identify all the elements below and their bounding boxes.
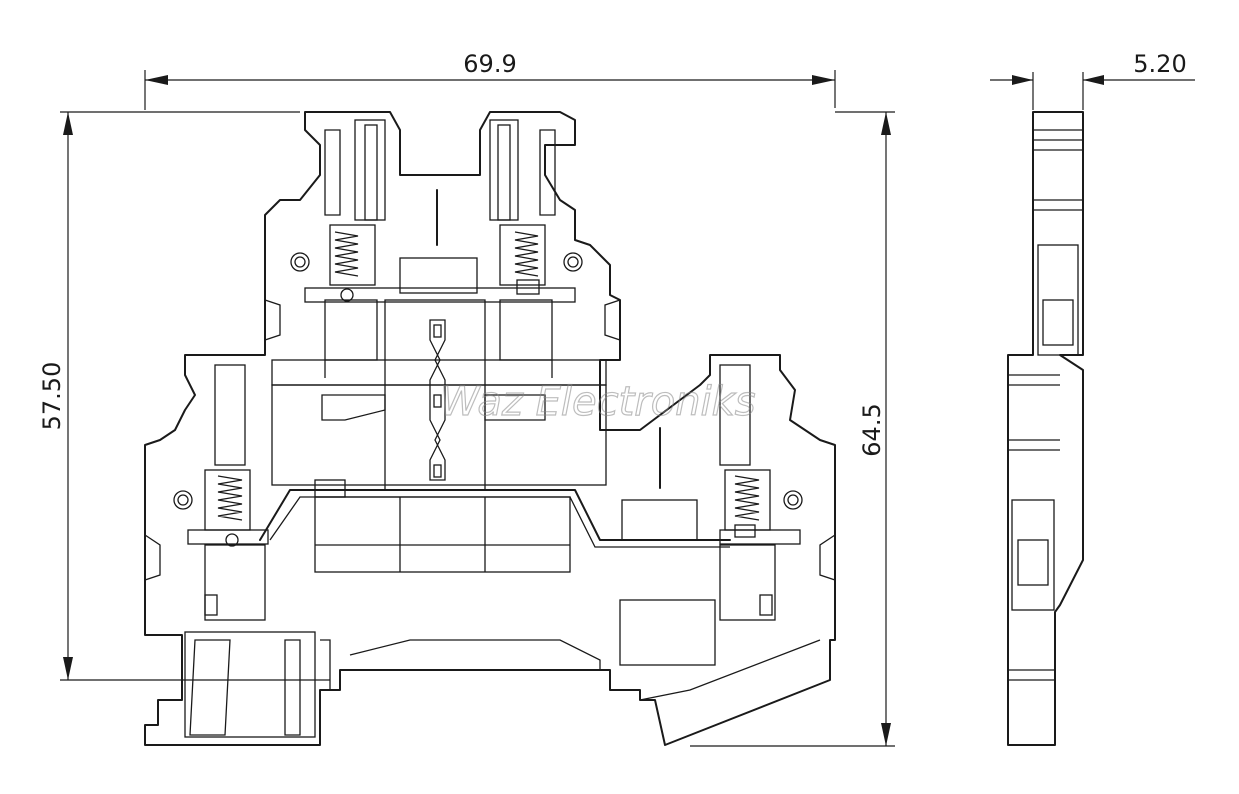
dimension-thickness: 5.20 [990,50,1195,110]
watermark-text: Waz Electroniks [440,379,756,425]
dimension-total-height-label: 64.5 [858,403,886,456]
spring-upper-left [329,224,376,286]
bridge-link [429,319,446,481]
dimension-total-height: 64.5 [690,111,895,747]
housing-outline [144,111,836,746]
spring-upper-right [499,224,546,286]
dimension-thickness-label: 5.20 [1133,50,1186,78]
dimension-rail-height-label: 57.50 [38,362,66,431]
front-view [144,111,836,746]
spring-lower-right [724,469,771,531]
spring-lower-left [204,469,251,531]
side-view [1007,111,1084,746]
dimension-width: 69.9 [144,50,836,110]
side-view-outline [1007,111,1084,746]
dimension-rail-height: 57.50 [38,111,330,681]
dimension-width-label: 69.9 [463,50,516,78]
